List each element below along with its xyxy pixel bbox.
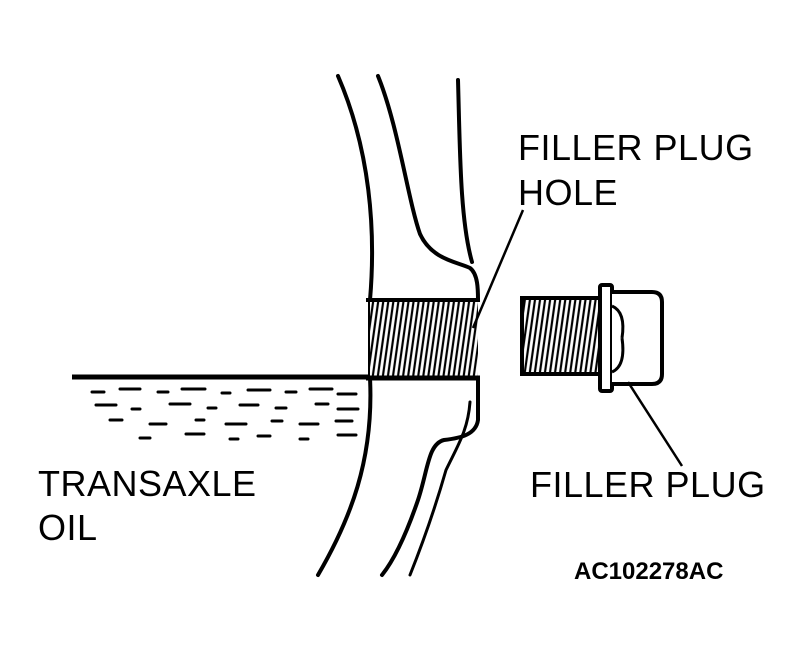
filler-plug (520, 283, 664, 393)
case-rib-upper (376, 74, 480, 302)
filler-plug-hole (366, 298, 480, 381)
filler-plug-label: FILLER PLUG (530, 464, 766, 505)
case-rib-lower (380, 376, 480, 577)
plug-hex-head (612, 290, 664, 386)
plug-hex-face-upper (611, 304, 625, 339)
filler-plug-hole-label-line1: FILLER PLUG (518, 127, 754, 168)
plug-hex-face-lower (611, 337, 625, 374)
plug-thread (520, 296, 602, 376)
case-inner-wall-lower (408, 400, 472, 577)
hole-thread (370, 300, 478, 378)
case-outer-edge (316, 74, 375, 577)
figure-code: AC102278AC (574, 558, 724, 585)
leader-lines (471, 209, 684, 467)
leader-filler-plug (626, 381, 684, 467)
filler-plug-hole-label-line2: HOLE (518, 172, 619, 213)
transaxle-oil-label-line1: TRANSAXLE (38, 463, 257, 504)
case-inner-wall-upper (456, 78, 474, 264)
transaxle-oil (72, 374, 370, 441)
leader-filler-plug-hole (471, 209, 525, 329)
transaxle-oil-label-line2: OIL (38, 507, 98, 548)
oil-ripples (90, 387, 360, 441)
plug-flange (598, 283, 614, 393)
